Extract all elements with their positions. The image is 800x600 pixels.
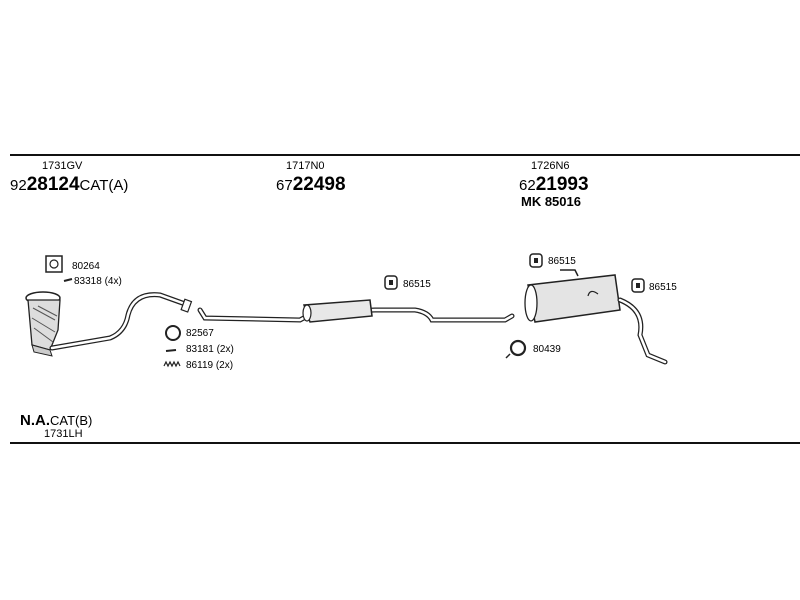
gasket-part-number: 80264 — [72, 261, 100, 272]
middle-section-ref: 6722498 — [276, 174, 346, 196]
na-cat-code: 1731LH — [44, 428, 83, 440]
rear-clamp-part-number: 80439 — [533, 344, 561, 355]
middle-ref-main: 22498 — [292, 174, 346, 195]
front-section-code: 1731GV — [42, 160, 83, 172]
rear-top-hanger-part-number: 86515 — [548, 256, 576, 267]
ring-clamp-icon — [165, 325, 181, 341]
middle-silencer-icon — [302, 299, 373, 323]
rubber-hanger-icon — [384, 275, 398, 290]
front-ref-suffix: CAT(A) — [79, 177, 129, 194]
rear-clamp-icon — [505, 339, 527, 359]
rear-kit-ref: MK 85016 — [521, 194, 581, 209]
rear-hanger-right-icon — [631, 278, 645, 293]
rear-ref-prefix: 62 — [519, 177, 536, 194]
rear-section-code: 1726N6 — [531, 160, 570, 172]
middle-ref-prefix: 67 — [276, 177, 293, 194]
rear-silencer-icon — [524, 269, 621, 323]
na-suffix: CAT(B) — [50, 413, 93, 428]
tail-pipe — [617, 297, 668, 365]
rear-right-hanger-part-number: 86515 — [649, 282, 677, 293]
front-section-ref: 9228124CAT(A) — [10, 174, 128, 196]
bolt-icon — [63, 278, 73, 282]
spring-icon — [163, 360, 181, 368]
rear-ref-main: 21993 — [535, 174, 589, 195]
spring-part-number: 86119 (2x) — [186, 360, 234, 371]
front-bolt-part-number: 83318 (4x) — [74, 276, 122, 287]
front-pipe — [49, 292, 191, 351]
rear-section-ref: 6221993 — [519, 174, 589, 196]
rear-hanger-top-icon — [529, 253, 543, 268]
catalytic-converter-icon — [25, 291, 61, 357]
front-ref-prefix: 92 — [10, 177, 27, 194]
na-cat-label: N.A.CAT(B) — [20, 412, 92, 429]
clamp-bolt-part-number: 83181 (2x) — [186, 344, 234, 355]
gasket-icon — [45, 255, 63, 273]
middle-hanger-part-number: 86515 — [403, 279, 431, 290]
front-ref-main: 28124 — [26, 174, 80, 195]
na-bold: N.A. — [20, 412, 50, 429]
ring-clamp-part-number: 82567 — [186, 328, 214, 339]
top-rule — [10, 154, 800, 156]
clamp-bolt-icon — [165, 349, 177, 352]
bottom-rule — [10, 442, 800, 444]
middle-section-code: 1717N0 — [286, 160, 325, 172]
